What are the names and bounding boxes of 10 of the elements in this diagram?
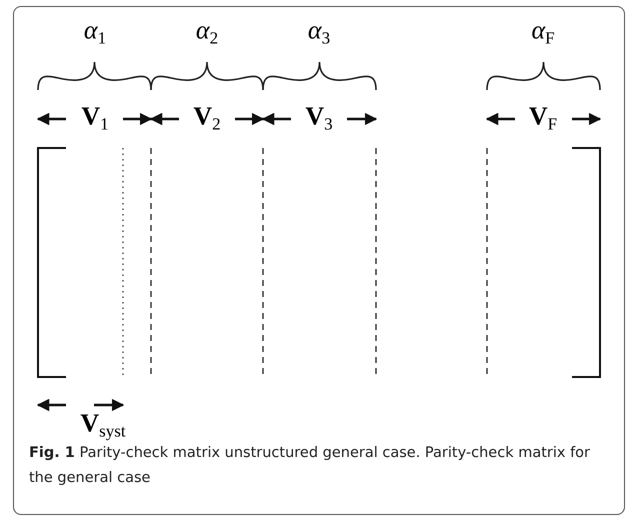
parameter-label: α$_{2}$: [196, 18, 218, 46]
vector-label: V$_{2}$: [193, 104, 221, 132]
parameter-label: α$_{3}$: [308, 18, 330, 46]
vector-label: V$_{F}$: [528, 104, 558, 132]
vector-label: V$_{syst}$: [80, 410, 126, 440]
figure-caption: Fig. 1 Parity-check matrix unstructured general case. Parity-check matrix for the general case: [29, 444, 592, 488]
parameter-label: α$_{F}$: [531, 18, 555, 46]
vector-label: V$_{1}$: [81, 104, 109, 132]
parameter-label: α$_{1}$: [84, 18, 106, 46]
vector-label: V$_{3}$: [305, 104, 333, 132]
